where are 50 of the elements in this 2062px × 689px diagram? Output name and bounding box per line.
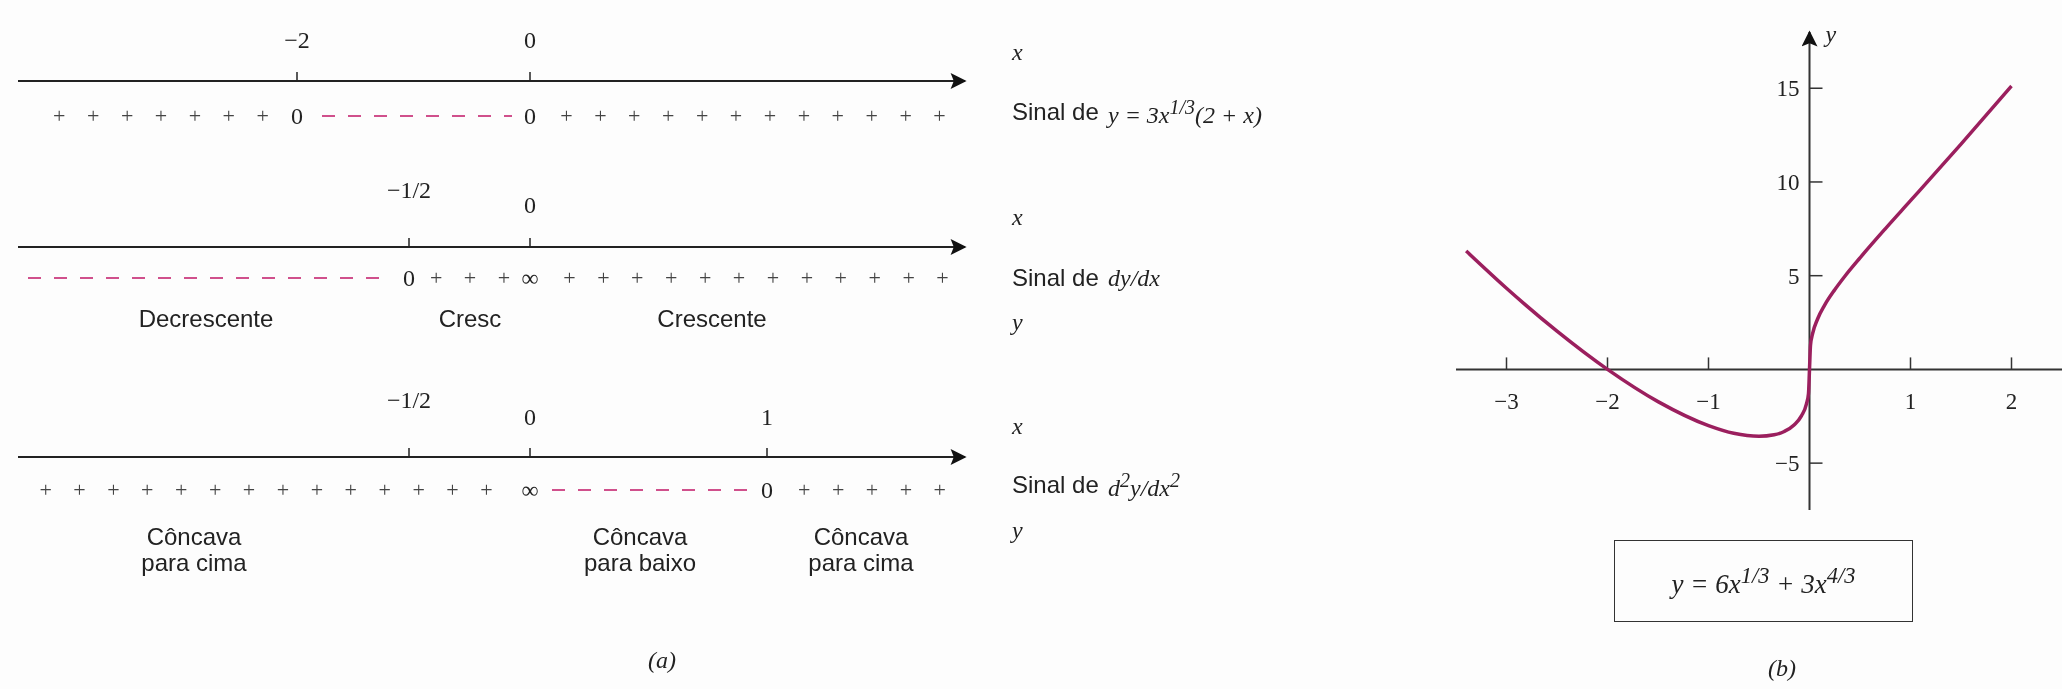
tick-label: 5 [1788,263,1800,289]
zero-mark: 0 [403,264,415,292]
tick-label: 0 [524,26,536,54]
sign-marks: + + + + + + + + + + + + + + [39,477,493,503]
tick-label: −3 [1494,389,1519,415]
tick-label: 1 [761,403,773,431]
panel-caption: (b) [1768,654,1796,682]
interval-label: Cresc [438,305,502,333]
formula-text: dy/dx [1108,264,1160,292]
interval-label: Côncava para cima [807,523,915,577]
formula-box [1614,540,1913,622]
tick-label: −1/2 [386,386,432,414]
interval-label: Côncava para cima [140,523,248,577]
row-label: Sinal de [1012,98,1099,126]
zero-mark: 0 [291,102,303,130]
tick-label: −1 [1696,389,1721,415]
axis-label: x [1012,38,1023,66]
axis-label: x [1012,203,1023,231]
tick-label: −1/2 [386,176,432,204]
infinity-mark: ∞ [521,476,539,504]
row-label: Sinal de [1012,264,1099,292]
interval-label: Crescente [657,305,767,333]
tick-label: 0 [524,403,536,431]
tick-label: 15 [1776,76,1800,102]
formula-text: y = 6x$^{1/3}$ + 3x$^{4/3}$ [1671,562,1856,600]
tick-label: 10 [1776,169,1800,195]
panel-caption: (a) [648,646,676,674]
tick-label: −5 [1775,451,1800,477]
tick-label: 0 [524,191,536,219]
tick-label: −2 [284,26,310,54]
axis-label: y [1012,516,1023,544]
formula-text: d$^{2}$y/dx$^{2}$ [1108,468,1180,502]
axis-label: y [1012,308,1023,336]
sign-marks: + + + [429,265,511,291]
sign-marks: + + + + + [798,477,946,503]
tick-label: 1 [1904,389,1917,415]
tick-label: −2 [1595,389,1620,415]
zero-mark: 0 [761,476,773,504]
axis-label: x [1012,412,1023,440]
infinity-mark: ∞ [521,264,539,292]
tick-label: 2 [2005,389,2018,415]
interval-label: Decrescente [138,305,274,333]
row-label: Sinal de [1012,471,1099,499]
sign-marks: + + + + + + + + + + + + [560,103,946,129]
formula-text: y = 3x$^{1/3}$(2 + x) [1108,95,1262,129]
interval-label: Côncava para baixo [582,523,698,577]
sign-marks: + + + + + + + + + + + + [563,265,949,291]
sign-marks: + + + + + + + [53,103,269,129]
axis-label: y [1825,21,1837,47]
zero-mark: 0 [524,102,536,130]
